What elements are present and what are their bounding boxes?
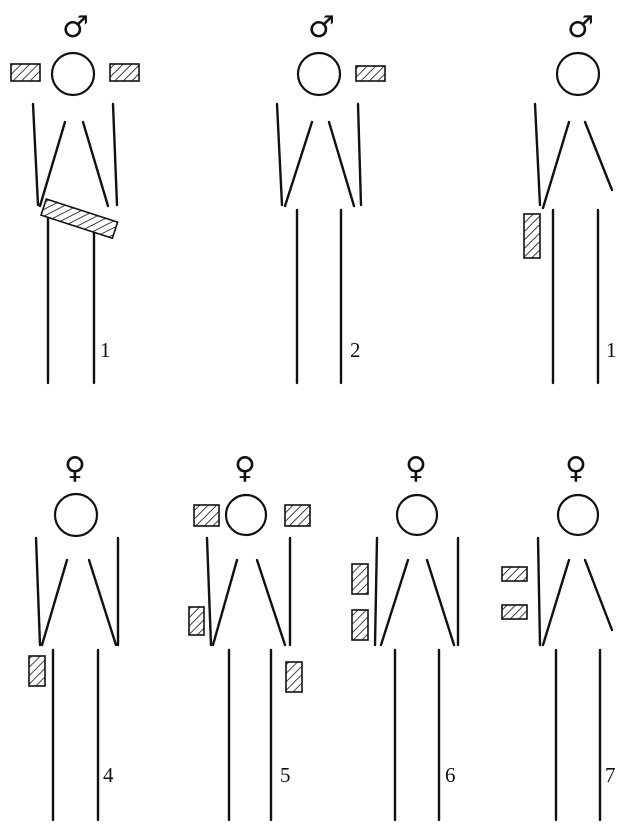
head	[52, 53, 94, 95]
patch-shoulder-left	[194, 505, 219, 526]
leg-lines	[395, 650, 439, 820]
leg-lines	[53, 650, 98, 820]
female-symbol-icon: ♀	[565, 451, 587, 486]
patch-arm-left-upper	[352, 564, 368, 594]
torso-lines	[33, 104, 117, 206]
torso-lines	[207, 538, 290, 645]
head	[397, 495, 437, 535]
patch-side-left-upper	[502, 567, 527, 581]
leg-lines	[48, 210, 94, 383]
head	[226, 495, 266, 535]
head	[298, 53, 340, 95]
patch-hip-right	[286, 662, 302, 692]
leg-lines	[297, 210, 341, 383]
figure-4: ♀ 4	[29, 451, 118, 820]
figure-label: 2	[350, 338, 361, 362]
patch-side-left-lower	[502, 605, 527, 619]
figure-label: 4	[103, 763, 114, 787]
figure-label: 7	[605, 763, 616, 787]
patch-arm-left-lower	[352, 610, 368, 640]
figure-3: ♂ 1	[524, 10, 617, 383]
figure-1: ♂ 1	[11, 10, 139, 383]
head	[558, 495, 598, 535]
patch-hip-left	[524, 214, 540, 258]
leg-lines	[553, 210, 598, 383]
female-symbol-icon: ♀	[234, 451, 256, 486]
figure-label: 6	[445, 763, 456, 787]
patch-shoulder-left	[11, 64, 40, 81]
figure-6: ♀ 6	[352, 451, 458, 820]
patch-waist-belt	[41, 199, 118, 238]
figure-7: ♀ 7	[502, 451, 616, 820]
female-symbol-icon: ♀	[64, 451, 86, 486]
torso-lines	[538, 538, 612, 645]
patch-shoulder-right	[110, 64, 139, 81]
figure-label: 5	[280, 763, 291, 787]
patch-shoulder-right	[356, 66, 385, 81]
leg-lines	[556, 650, 600, 820]
torso-lines	[36, 538, 118, 645]
patch-arm-left	[189, 607, 204, 635]
torso-lines	[277, 104, 361, 206]
head	[55, 494, 97, 536]
figure-5: ♀ 5	[189, 451, 310, 820]
female-symbol-icon: ♀	[405, 451, 427, 486]
patch-hip-left	[29, 656, 45, 686]
male-symbol-icon: ♂	[567, 10, 594, 45]
figure-label: 1	[606, 338, 617, 362]
torso-lines	[375, 538, 458, 645]
figure-2: ♂ 2	[277, 10, 385, 383]
male-symbol-icon: ♂	[62, 10, 89, 45]
male-symbol-icon: ♂	[308, 10, 335, 45]
leg-lines	[229, 650, 271, 820]
patch-shoulder-right	[285, 505, 310, 526]
figure-label: 1	[100, 338, 111, 362]
head	[557, 53, 599, 95]
torso-lines	[535, 104, 612, 208]
